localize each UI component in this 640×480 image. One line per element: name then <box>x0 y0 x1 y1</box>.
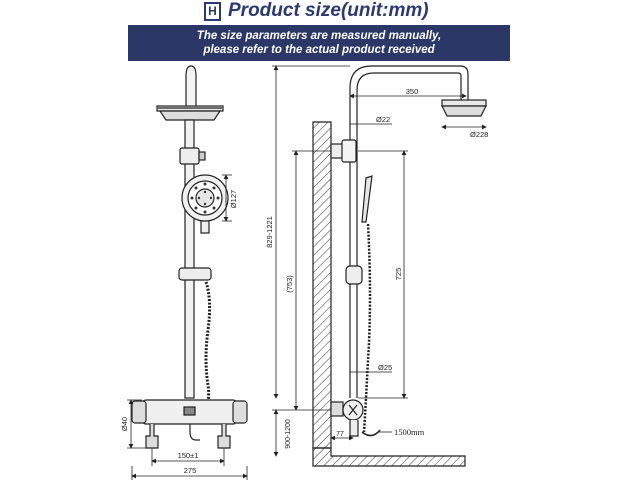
dim-total-height: 829-1221 <box>265 216 274 248</box>
dim-bracket-height: (753) <box>285 275 294 293</box>
page-title: Product size(unit:mm) <box>228 0 429 21</box>
dim-outlet-offset: 77 <box>336 431 344 438</box>
dim-body-height: Ø40 <box>120 417 129 431</box>
right-inlet-connector <box>217 424 231 449</box>
side-hand-shower-icon <box>361 175 373 223</box>
hand-shower-icon <box>181 174 229 234</box>
dim-inlet-spacing: 150±1 <box>178 451 199 460</box>
shower-hose <box>204 281 212 411</box>
side-mixer-body-icon <box>330 399 364 437</box>
slider-bracket <box>178 267 212 281</box>
thermostatic-mixer-bar-icon <box>131 399 248 425</box>
side-view <box>330 65 487 437</box>
wall-section <box>312 121 466 467</box>
main-riser-pipe <box>184 119 195 399</box>
side-slider-bracket <box>345 265 363 285</box>
dim-overhead-arm: 350 <box>406 87 419 96</box>
front-view <box>131 65 248 449</box>
side-shower-hose <box>362 223 372 433</box>
side-shower-head-icon <box>441 99 487 117</box>
side-view-dimensions <box>272 65 487 457</box>
dim-head-diameter: Ø228 <box>470 130 488 139</box>
dim-pipe-diameter: Ø22 <box>376 115 390 124</box>
floor-section <box>312 447 466 467</box>
overhead-shower-head-icon <box>156 105 224 121</box>
top-spout <box>185 65 197 110</box>
notice-line-2: please refer to the actual product recei… <box>203 44 435 56</box>
brand-logo-icon: H <box>204 2 221 21</box>
dim-hose: 1500mm <box>394 427 425 437</box>
side-riser-arm <box>349 65 469 398</box>
front-view-dimensions <box>127 174 248 480</box>
dim-total-width: 275 <box>184 466 197 475</box>
dim-install-height: 900-1200 <box>285 419 292 449</box>
dim-lower-pipe: Ø25 <box>378 363 392 372</box>
diverter-knob-icon <box>179 147 206 165</box>
dim-rail-length: 725 <box>394 268 403 281</box>
header: H Product size(unit:mm) <box>0 0 640 24</box>
notice-line-1: The size parameters are measured manuall… <box>196 30 442 42</box>
dim-hand-shower: Ø127 <box>229 190 238 208</box>
notice-banner: The size parameters are measured manuall… <box>128 25 510 61</box>
left-inlet-connector <box>145 424 159 449</box>
